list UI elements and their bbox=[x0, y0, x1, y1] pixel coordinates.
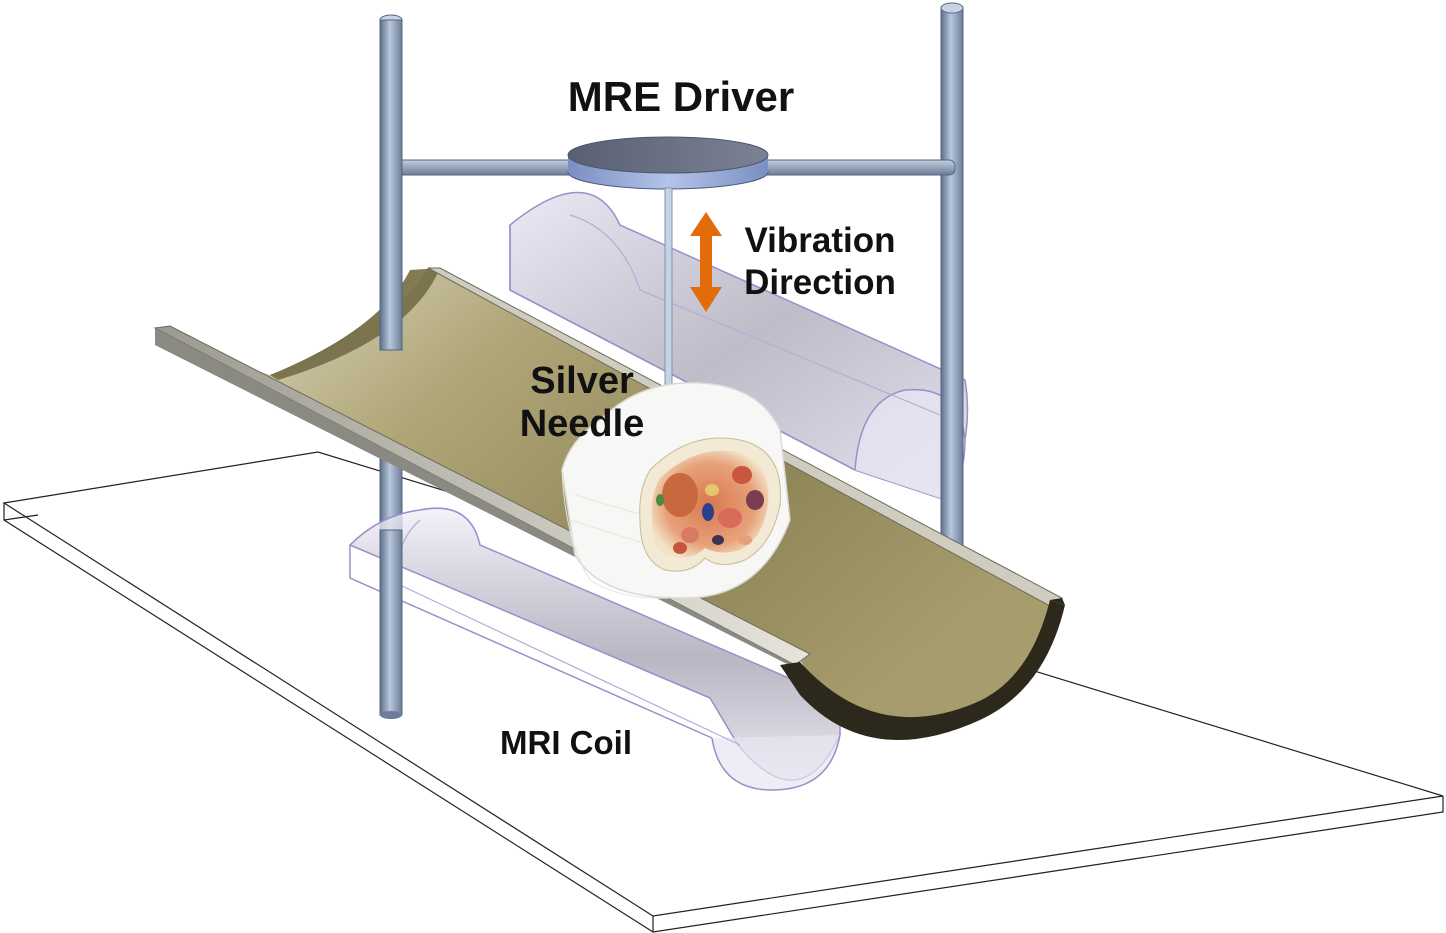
vibration-direction-arrow bbox=[690, 212, 722, 312]
silver-needle-label-line1: Silver bbox=[530, 360, 634, 402]
lower-coil-half bbox=[348, 507, 841, 791]
left-support-rod-base bbox=[379, 529, 403, 716]
left-support-rod-front bbox=[379, 19, 403, 351]
mre-driver-label: MRE Driver bbox=[568, 73, 794, 120]
right-support-rod bbox=[940, 2, 964, 589]
vibration-direction-label-line1: Vibration bbox=[744, 221, 895, 260]
silver-needle-label-line2: Needle bbox=[520, 403, 645, 445]
tissue-specimen bbox=[561, 382, 791, 599]
mre-driver-disc bbox=[567, 136, 769, 190]
vibration-direction-label-line2: Direction bbox=[744, 263, 896, 302]
mri-coil-label: MRI Coil bbox=[500, 724, 632, 761]
body-cross-section bbox=[639, 437, 781, 572]
left-rod-foot bbox=[380, 711, 402, 719]
